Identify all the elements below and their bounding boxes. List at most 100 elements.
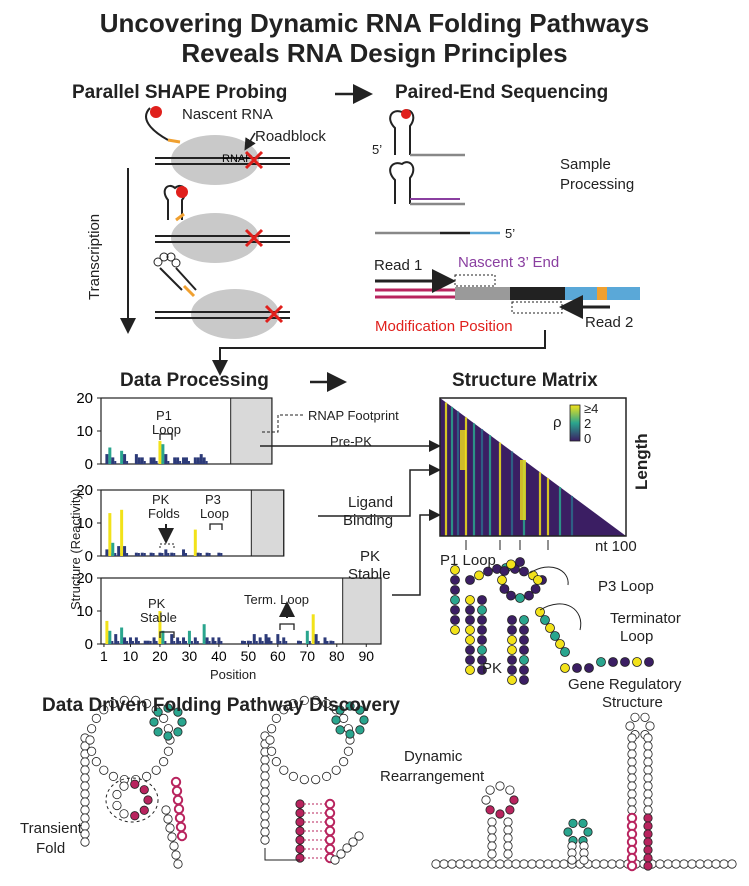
nucleotide [503,849,513,859]
bar [220,553,223,556]
bar [261,641,264,644]
nucleotide [568,818,578,828]
nucleotide [487,817,497,827]
nucleotide [607,859,617,869]
nucleotide [499,566,510,576]
nucleotide [112,800,122,811]
bar [152,457,156,464]
nucleotide [260,763,270,773]
bar [143,640,147,644]
nucleotide [643,845,653,855]
nucleotide [80,829,90,839]
nucleotide [342,843,352,853]
bar [131,641,134,644]
nucleotide [644,657,654,667]
nucleotide [627,741,637,751]
nucleotide [543,859,553,869]
x-tick-label: 70 [300,648,316,664]
nucleotide [343,746,353,756]
nucleotide [487,833,497,843]
nucleotide [322,771,332,781]
bar [285,641,288,644]
bar [323,637,327,644]
nucleotide [511,859,521,869]
label-p1-loop: P1 Loop [440,552,496,569]
nucleotide-open [170,776,182,788]
label-dynamic-2: Rearrangement [380,768,485,785]
nucleotide [627,749,637,759]
figure-title-line2: Reveals RNA Design Principles [181,38,568,68]
heading-data-processing: Data Processing [120,370,269,391]
nucleotide [450,605,460,615]
nucleotide [499,584,510,594]
nucleotide [507,615,517,625]
nucleotide [260,803,270,813]
bar [167,461,170,464]
nucleotide [171,850,181,860]
bar [120,627,124,644]
nucleotide [450,585,460,595]
nucleotide [505,805,515,815]
nucleotide [143,795,153,805]
nucleotide [643,797,653,807]
nucleotide [355,705,365,715]
nucleotide [632,657,642,667]
colorbar-top: ≥4 [584,401,599,416]
nucleotide [463,859,473,869]
nucleotide [559,859,569,869]
bar [179,641,182,644]
label-pre-pk: Pre-PK [330,434,372,449]
nucleotide [80,757,90,767]
nucleotide [151,765,161,775]
bar [114,461,117,464]
nucleotide [627,781,637,791]
nucleotide [295,808,305,818]
nucleotide [519,675,529,685]
bar [211,637,215,644]
label-roadblock: Roadblock [255,128,326,145]
nucleotide [584,663,594,673]
nucleotide [465,575,475,585]
bar [137,457,141,464]
nucleotide [322,699,332,709]
bar [155,461,158,464]
bar [196,552,200,556]
bar [176,637,180,644]
nucleotide [643,829,653,839]
nucleotide [503,817,513,827]
bar [246,640,250,644]
nucleotide [142,699,152,709]
bar [243,641,246,644]
nucleotide [627,765,637,775]
bar [279,641,282,644]
nucleotide [173,727,183,737]
bar [120,450,124,464]
nucleotide [355,725,365,735]
rnap-footprint-region [230,397,273,465]
nucleotide [330,855,340,865]
label-pk: PK [482,660,503,677]
nucleotide [260,811,270,821]
bar [208,553,211,556]
nucleotide [527,859,537,869]
bar [137,641,140,644]
bar [140,457,144,464]
nucleotide [507,655,517,665]
bar [143,461,146,464]
nucleotide [295,853,305,863]
nucleotide [519,655,529,665]
rnap-blob-1 [171,135,259,185]
bar [105,620,109,644]
y-tick-label: 20 [76,570,93,587]
bar [276,634,280,644]
nucleotide [578,818,588,828]
nucleotide [108,699,118,709]
heading-pathway-discovery: Data Driven Folding Pathway Discovery [42,695,400,716]
nucleotide [267,724,277,734]
bar [190,641,193,644]
nucleotide [530,584,541,594]
nucleotide [596,657,606,667]
nucleotide [479,859,489,869]
nucleotide [627,757,637,767]
